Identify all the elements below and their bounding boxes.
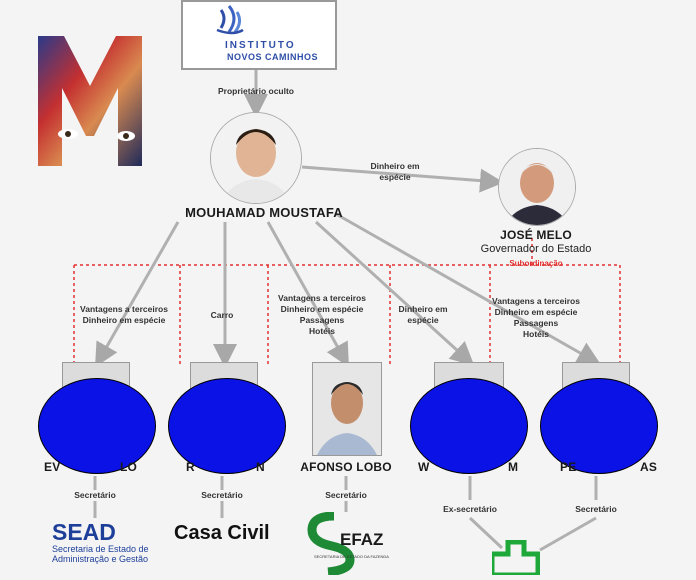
sead-logo: SEAD Secretaria de Estado de Administraç… xyxy=(52,520,152,564)
green-cross-icon xyxy=(489,539,541,578)
person-3-role: Secretário xyxy=(316,490,376,501)
center-photo xyxy=(210,112,302,204)
subordination-label: Subordinação xyxy=(509,259,563,268)
person-3-name: AFONSO LOBO xyxy=(300,460,392,474)
institute-line1: INSTITUTO xyxy=(225,40,296,51)
governor-edge-label: Dinheiro em espécie xyxy=(370,161,420,182)
governor-name: JOSÉ MELO xyxy=(500,228,572,242)
person-5-name-end: AS xyxy=(640,460,658,474)
institute-logo: INSTITUTO NOVOS CAMINHOS xyxy=(181,0,337,70)
governor-photo xyxy=(498,148,576,226)
person-4-name-start: W xyxy=(418,460,430,474)
sead-sub2: Administração e Gestão xyxy=(52,554,149,564)
person-3-photo xyxy=(312,362,382,456)
censor-blob-1 xyxy=(38,378,156,474)
censor-blob-4 xyxy=(540,378,658,474)
person-2-name-start: R xyxy=(186,460,195,474)
sead-edge-label: Vantagens a terceiros Dinheiro em espéci… xyxy=(80,304,168,325)
sead-title: SEAD xyxy=(52,519,116,545)
person-5-name-start: PE xyxy=(560,460,577,474)
person-5-role: Secretário xyxy=(566,504,626,515)
sefaz-s-icon xyxy=(307,511,355,577)
censor-blob-2 xyxy=(168,378,286,474)
person-1-name-start: EV xyxy=(44,460,61,474)
ex-edge-label: Dinheiro em espécie xyxy=(398,304,448,325)
person-4-name-end: M xyxy=(508,460,519,474)
center-name: MOUHAMAD MOUSTAFA xyxy=(185,205,343,220)
sead-sub1: Secretaria de Estado de xyxy=(52,544,149,554)
casacivil-edge-label: Carro xyxy=(210,310,234,320)
sefaz-text: EFAZ xyxy=(340,530,384,549)
green-cross-logo xyxy=(489,539,541,578)
person-1-role: Secretário xyxy=(65,490,125,501)
m-letter-image xyxy=(38,36,142,166)
censor-blob-3 xyxy=(410,378,528,474)
institute-line2: NOVOS CAMINHOS xyxy=(227,52,319,62)
last-edge-label: Vantagens a terceiros Dinheiro em espéci… xyxy=(492,296,580,339)
institute-swirl-icon xyxy=(216,5,244,35)
person-1-name-end: LO xyxy=(120,460,138,474)
person-2-name-end: N xyxy=(256,460,265,474)
casacivil-logo: Casa Civil xyxy=(174,522,270,544)
sefaz-logo: EFAZ SECRETARIA DE ESTADO DA FAZENDA xyxy=(304,511,394,577)
sefaz-small-text: SECRETARIA DE ESTADO DA FAZENDA xyxy=(314,554,389,559)
person-2-role: Secretário xyxy=(192,490,252,501)
person-4-role: Ex-secretário xyxy=(432,504,508,515)
governor-title: Governador do Estado xyxy=(480,243,592,255)
owner-edge-label: Proprietário oculto xyxy=(217,86,295,96)
sefaz-edge-label: Vantagens a terceiros Dinheiro em espéci… xyxy=(278,293,366,336)
